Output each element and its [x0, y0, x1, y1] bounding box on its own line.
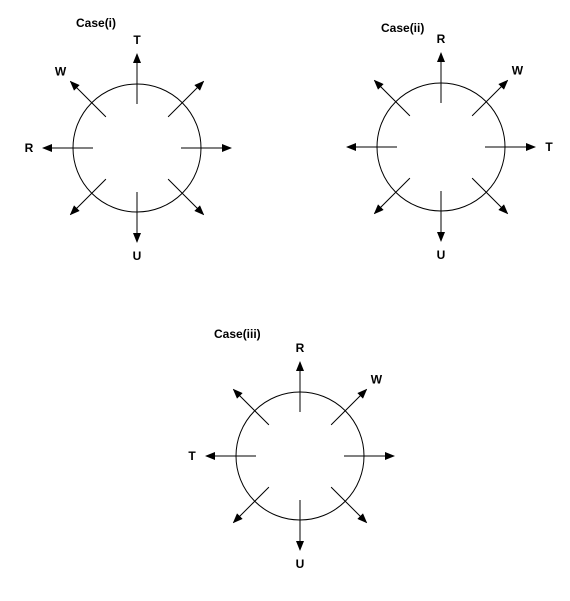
case-ii-arrow-southeast [471, 177, 509, 215]
case-i-arrow-northwest [69, 80, 107, 118]
case-iii-label-south: U [296, 557, 305, 571]
case-iii-label-northeast: W [371, 373, 383, 387]
case-i-title: Case(i) [76, 16, 116, 30]
case-ii-label-east: T [545, 140, 553, 154]
case-ii-arrow-northwest [373, 79, 411, 117]
case-ii-label-south: U [437, 248, 446, 262]
case-ii-arrow-northeast [471, 79, 509, 117]
case-i-label-north: T [133, 33, 141, 47]
case-iii-diagram: Case(iii) R W U T [188, 327, 395, 571]
case-iii-arrow-northwest [232, 388, 270, 426]
case-i-label-south: U [133, 249, 142, 263]
case-i-diagram: Case(i) T U R W [25, 16, 232, 263]
case-ii-label-northeast: W [512, 64, 524, 78]
case-iii-arrow-northeast [330, 388, 368, 426]
case-ii-label-north: R [437, 32, 446, 46]
case-ii-diagram: Case(ii) R W T U [346, 21, 553, 262]
case-iii-arrow-southwest [232, 486, 270, 524]
case-iii-arrow-southeast [330, 486, 368, 524]
case-iii-title: Case(iii) [214, 327, 261, 341]
case-i-label-northwest: W [55, 65, 67, 79]
case-iii-label-west: T [188, 449, 196, 463]
case-i-arrow-northeast [167, 80, 205, 118]
case-i-arrow-southwest [69, 178, 107, 216]
case-i-label-west: R [25, 141, 34, 155]
case-ii-title: Case(ii) [381, 21, 424, 35]
case-ii-arrow-southwest [373, 177, 411, 215]
case-i-arrow-southeast [167, 178, 205, 216]
case-iii-label-north: R [296, 341, 305, 355]
